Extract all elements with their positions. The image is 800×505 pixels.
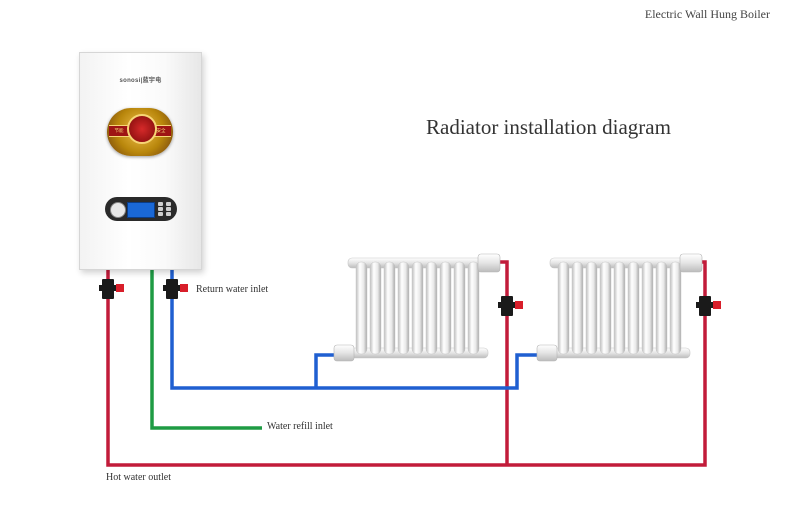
- radiator-1: [333, 253, 501, 362]
- control-button-5[interactable]: [158, 212, 163, 216]
- control-panel: [105, 197, 177, 221]
- valve-radiator-1: [498, 296, 523, 316]
- lcd-screen: [127, 202, 155, 218]
- badge-seal-icon: [127, 114, 157, 144]
- label-return-water-inlet: Return water inlet: [196, 284, 269, 295]
- boiler-brand: sonosi|蓝宇电: [119, 78, 162, 84]
- control-button-3[interactable]: [158, 207, 163, 211]
- return-water-pipe: [170, 268, 540, 390]
- control-button-4[interactable]: [166, 207, 171, 211]
- valve-radiator-2: [696, 296, 721, 316]
- diagram-title: Radiator installation diagram: [426, 115, 671, 139]
- control-button-2[interactable]: [166, 202, 171, 206]
- control-dial[interactable]: [110, 202, 126, 218]
- label-water-refill-inlet: Water refill inlet: [267, 421, 333, 432]
- badge-cell-3: 安全: [156, 128, 166, 133]
- control-button-1[interactable]: [158, 202, 163, 206]
- valve-return-inlet: [163, 279, 188, 299]
- page-title: Electric Wall Hung Boiler: [644, 7, 770, 21]
- control-button-6[interactable]: [166, 212, 171, 216]
- badge-cell-1: 节能: [114, 128, 124, 133]
- electric-boiler: sonosi|蓝宇电 节能 智能型 安全: [79, 52, 202, 270]
- boiler-badge-emblem: 节能 智能型 安全: [107, 108, 173, 156]
- radiator-2: [536, 253, 703, 362]
- label-hot-water-outlet: Hot water outlet: [106, 472, 171, 483]
- valve-hot-outlet: [99, 279, 124, 299]
- water-refill-pipe: [150, 268, 262, 430]
